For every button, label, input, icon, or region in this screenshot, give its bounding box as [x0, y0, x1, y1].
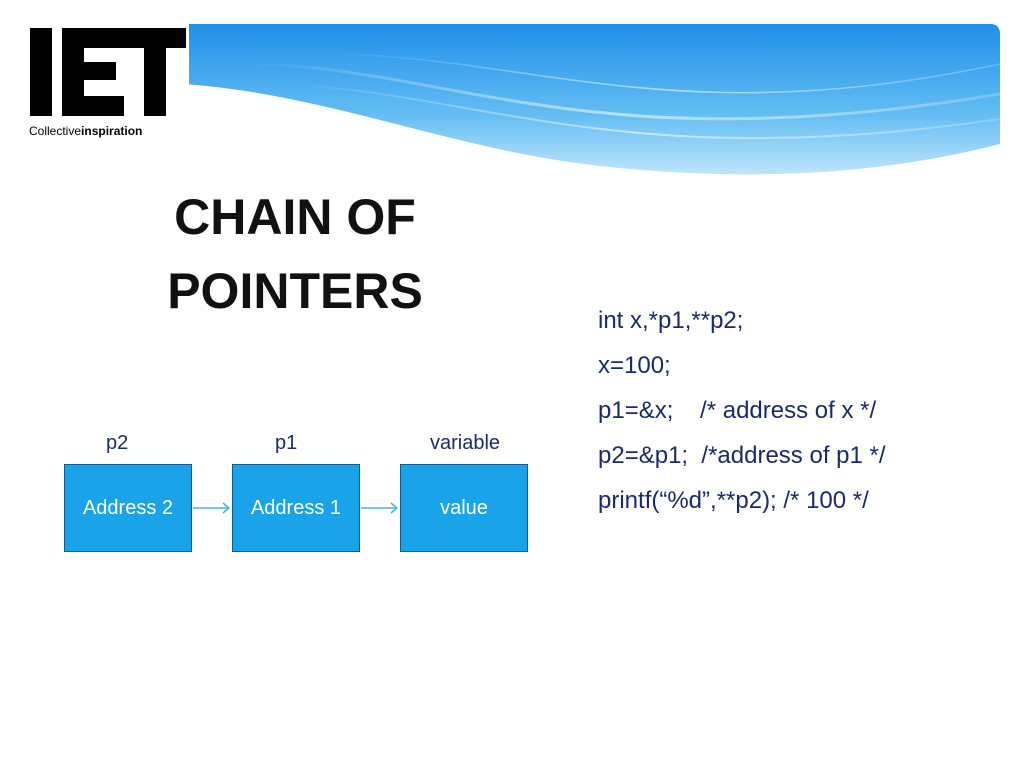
label-p1: p1 [275, 432, 298, 454]
iet-logo-icon [24, 24, 189, 120]
label-variable: variable [430, 432, 501, 454]
code-line: x=100; [598, 352, 671, 379]
code-line: printf(“%d”,**p2); /* 100 */ [598, 487, 869, 514]
code-line: p2=&p1; /*address of p1 */ [598, 442, 886, 469]
header-wave [24, 24, 1000, 175]
pointer-chain-diagram: p2 p1 variable Address 2 Address 1 value [0, 420, 560, 580]
arrow-icon [193, 502, 231, 514]
chain-arrows [193, 502, 399, 514]
title-line-2: POINTERS [167, 263, 423, 319]
code-line: int x,*p1,**p2; [598, 307, 744, 334]
arrow-icon [361, 502, 399, 514]
title-line-1: CHAIN OF [174, 189, 416, 245]
box-address-2: Address 2 [64, 464, 192, 552]
logo-tagline: Collectiveinspiration [29, 124, 143, 138]
label-p2: p2 [106, 432, 129, 454]
box-address-1: Address 1 [232, 464, 360, 552]
box-value: value [400, 464, 528, 552]
slide-title: CHAIN OF POINTERS [135, 180, 455, 328]
code-block: int x,*p1,**p2; x=100; p1=&x; /* address… [598, 298, 1008, 523]
code-line: p1=&x; /* address of x */ [598, 397, 877, 424]
